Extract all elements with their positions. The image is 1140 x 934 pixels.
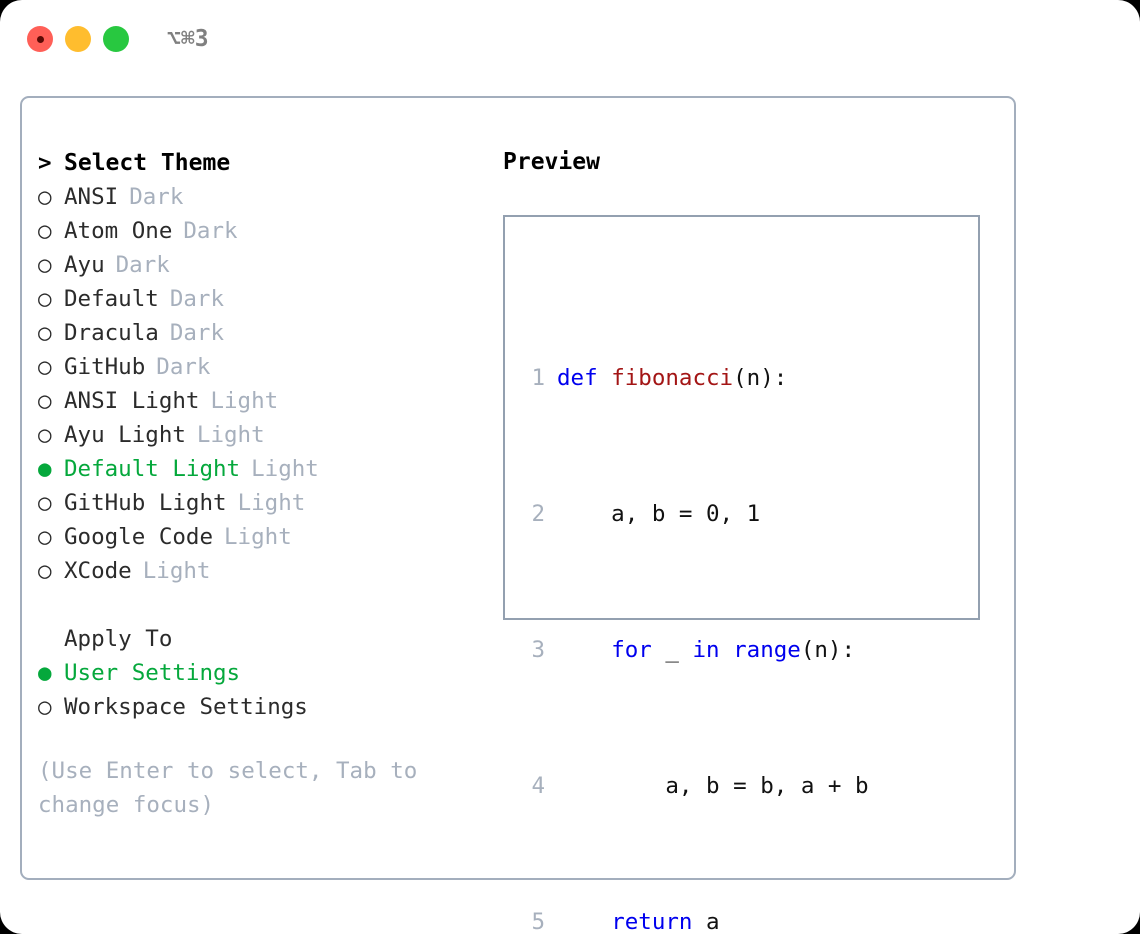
theme-option-category: Dark [115,252,170,278]
theme-option-label: Google Code [64,524,214,550]
keyboard-shortcut-label: ⌥⌘3 [167,26,209,52]
theme-option[interactable]: ○ GitHub Light Light [38,486,498,520]
radio-icon[interactable]: ○ [38,286,52,312]
close-button[interactable] [27,26,53,52]
radio-icon-selected[interactable]: ● [38,660,52,686]
theme-option[interactable]: ○ Atom One Dark [38,214,498,248]
prompt-caret-icon: > [38,150,52,176]
code-token: _ [651,637,693,663]
theme-option-label: Default Light [64,456,241,482]
code-token: a, b = 0, 1 [557,501,761,527]
theme-option[interactable]: ○ Dracula Dark [38,316,498,350]
theme-option-label: Default [64,286,159,312]
radio-icon[interactable]: ○ [38,524,52,550]
theme-option[interactable]: ○ Ayu Light Light [38,418,498,452]
radio-icon[interactable]: ○ [38,320,52,346]
code-token: (n): [800,637,856,663]
theme-option-category: Light [196,422,265,448]
code-token: a [692,909,720,934]
code-line: 2 a, b = 0, 1 [519,497,896,531]
theme-option-category: Light [210,388,279,414]
theme-option[interactable]: ○ ANSI Dark [38,180,498,214]
apply-to-option-label: Workspace Settings [64,694,308,720]
theme-option[interactable]: ○ Google Code Light [38,520,498,554]
theme-list-header: > Select Theme [38,146,498,180]
code-token: for [611,637,652,663]
theme-option-label: Atom One [64,218,173,244]
title-bar: ⌥⌘3 [0,0,1140,78]
apply-to-option[interactable]: ○ Workspace Settings [38,690,498,724]
code-token [557,905,611,934]
code-token: def [557,365,612,391]
theme-option[interactable]: ○ Ayu Dark [38,248,498,282]
theme-option-label: ANSI Light [64,388,200,414]
theme-option-label: ANSI [64,184,119,210]
code-token: (n): [733,365,788,391]
code-token: fibonacci [611,365,734,391]
code-line: 1 def fibonacci(n): [519,361,896,395]
radio-icon[interactable]: ○ [38,422,52,448]
radio-icon[interactable]: ○ [38,558,52,584]
apply-to-title: Apply To [64,626,173,652]
code-line: 5 return a [519,905,896,934]
line-number: 5 [531,909,545,934]
theme-option-category: Light [237,490,306,516]
code-token: return [611,909,693,934]
apply-to-option-selected[interactable]: ● User Settings [38,656,498,690]
theme-option[interactable]: ○ GitHub Dark [38,350,498,384]
theme-option-category: Light [251,456,319,482]
radio-icon[interactable]: ○ [38,354,52,380]
theme-option[interactable]: ○ Default Dark [38,282,498,316]
theme-option-label: GitHub Light [64,490,227,516]
theme-option-category: Dark [156,354,211,380]
code-token: a, b = b, a + b [557,773,869,799]
minimize-button[interactable] [65,26,91,52]
apply-to-options: ● User Settings ○ Workspace Settings [38,656,498,724]
theme-option-category: Light [224,524,292,550]
theme-option-label: Dracula [64,320,159,346]
code-token [557,633,611,667]
theme-option[interactable]: ○ ANSI Light Light [38,384,498,418]
theme-list-title: Select Theme [64,150,231,176]
apply-to-option-label: User Settings [64,660,241,686]
theme-option-label: Ayu Light [64,422,186,448]
radio-icon[interactable]: ○ [38,694,52,720]
code-token: in range [692,637,801,663]
radio-icon[interactable]: ○ [38,490,52,516]
line-number: 1 [531,365,545,391]
theme-option[interactable]: ○ XCode Light [38,554,498,588]
maximize-button[interactable] [103,26,129,52]
code-line: 3 for _ in range(n): [519,633,896,667]
theme-option-category: Dark [129,184,184,210]
theme-option-category: Dark [183,218,238,244]
radio-icon[interactable]: ○ [38,218,52,244]
code-line: 4 a, b = b, a + b [519,769,896,803]
theme-option-selected[interactable]: ● Default Light Light [38,452,498,486]
radio-icon[interactable]: ○ [38,388,52,414]
preview-title: Preview [503,149,600,175]
keyboard-hint-text: (Use Enter to select, Tab to change focu… [38,758,418,818]
radio-icon[interactable]: ○ [38,252,52,278]
theme-option-label: XCode [64,558,132,584]
theme-option-category: Dark [169,286,225,312]
theme-option-category: Dark [169,320,225,346]
line-number: 2 [531,501,545,527]
theme-option-label: Ayu [64,252,105,278]
window-controls [27,26,129,52]
list-spacer [38,588,498,622]
line-number: 4 [531,773,545,799]
radio-icon[interactable]: ○ [38,184,52,210]
theme-option-category: Light [142,558,211,584]
radio-icon-selected[interactable]: ● [38,456,52,482]
line-number: 3 [531,637,545,663]
theme-option-label: GitHub [64,354,146,380]
